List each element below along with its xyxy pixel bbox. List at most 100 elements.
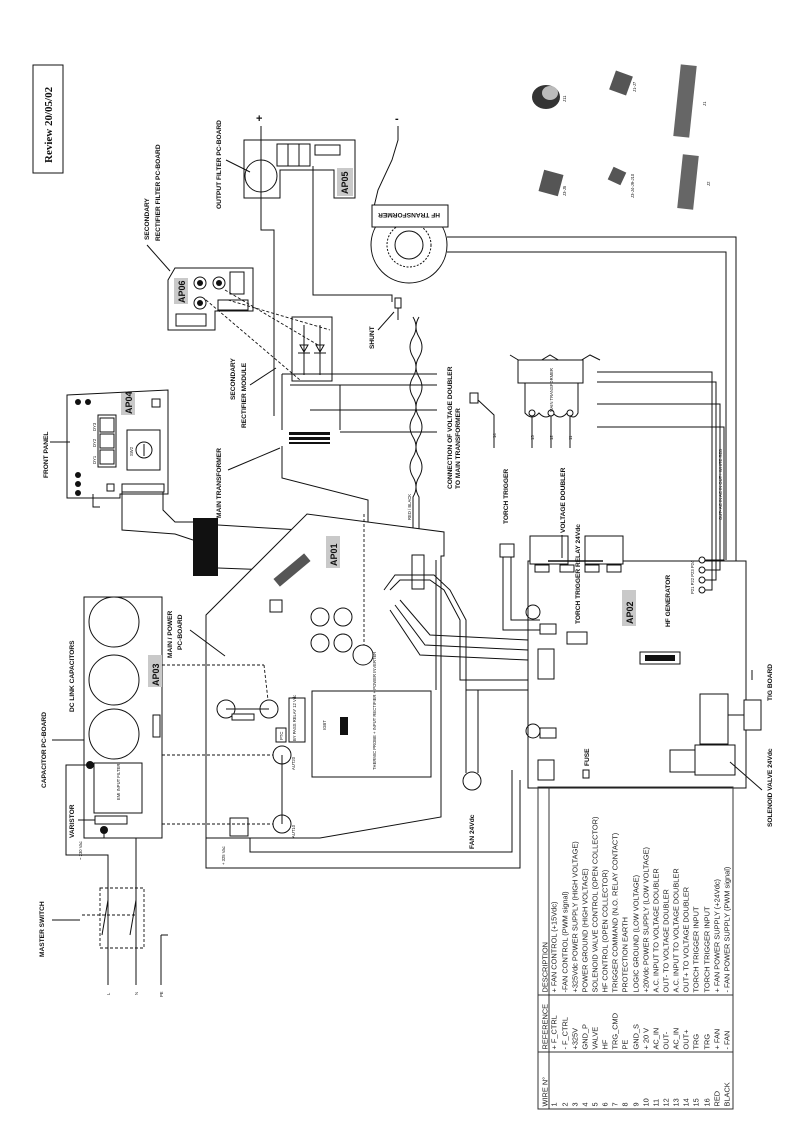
table-cell-wire: 11 (651, 1098, 661, 1107)
table-cell-reference: TRG_CMD (610, 1012, 620, 1050)
twisted-pair-red-black (409, 316, 417, 557)
board-ap02-label: AP02 (625, 601, 635, 624)
table-cell-reference: - FAN (722, 1030, 732, 1050)
wire-11-label: 11 (568, 435, 573, 440)
emi-filter-label: EMI INPUT FILTER (116, 764, 121, 800)
table-cell-description: TORCH TRIGGER INPUT (702, 906, 712, 993)
table-cell-reference: + 20 V (641, 1027, 651, 1050)
igbt-block-label: THERMIC PROBE + INPUT RECTIFIER + POWER … (372, 652, 377, 770)
main-transformer-small-label: MAIN TRANSFORMER (549, 368, 554, 412)
output-filter-board: AP05 (243, 139, 356, 199)
red-black-label: RED / BLACK (407, 494, 412, 520)
table-cell-wire: 5 (590, 1102, 600, 1107)
table-cell-wire: 9 (631, 1102, 641, 1107)
terminal-14: 14 (469, 392, 497, 448)
solenoid-valve-label: SOLENOID VALVE 24Vdc (767, 748, 774, 827)
hf-generator-label: HF GENERATOR (665, 575, 672, 627)
table-cell-description: A.C. INPUT TO VOLTAGE DOUBLER (671, 868, 681, 993)
table-cell-description: POWER GROUND (HIGH VOLTAGE) (580, 868, 590, 993)
minus-terminal: - (395, 113, 399, 125)
sec-rect-module-label-2: RECTIFIER MODULE (241, 362, 248, 428)
board-ap01-label: AP01 (329, 543, 339, 566)
arrow (225, 159, 251, 173)
table-cell-wire: 7 (610, 1102, 620, 1107)
table-cell-description: - FAN POWER SUPPLY (PWM signal) (722, 866, 732, 993)
connection-vd-label-1: CONNECTION OF VOLTAGE DOUBLER (447, 366, 454, 489)
secondary-rectifier-module (291, 316, 333, 382)
fan-label: FAN 24Vdc (469, 814, 476, 849)
torch-trigger-relay-label: TORCH TRIGGER RELAY 24Vdc (575, 524, 582, 624)
shunt: SHUNT (369, 297, 402, 349)
table-cell-reference: + FAN (712, 1028, 722, 1050)
j1-label: J1 (702, 101, 707, 106)
dy3-label: DY3 (92, 422, 97, 431)
sec-rect-filter-label-1: SECONDARY (144, 198, 151, 240)
table-cell-wire: 4 (580, 1102, 590, 1107)
table-cell-reference: HF (600, 1039, 610, 1050)
table-cell-reference: PE (620, 1039, 630, 1050)
description-column: DESCRIPTION + FAN CONTROL (+15Vdc)-FAN C… (538, 787, 733, 995)
hf-transformer-label: HF TRANSFORMER (378, 211, 440, 218)
shunt-label: SHUNT (369, 326, 376, 349)
dc-link-label: DC LINK CAPACITORS (69, 640, 76, 712)
table-cell-reference: +325V (570, 1027, 580, 1050)
table-cell-reference: TRG (702, 1033, 712, 1050)
main-power-board: AP01 THERMIC PROBE + INPUT RECTIFIER + P… (205, 513, 528, 839)
table-cell-wire: RED (712, 1090, 722, 1107)
table-cell-wire: 16 (702, 1098, 712, 1107)
torch-trigger-label: TORCH TRIGGER (503, 469, 510, 524)
board-ap03-label: AP03 (151, 663, 161, 686)
table-cell-wire: 2 (560, 1102, 570, 1107)
wire-13-label: 13 (530, 435, 535, 440)
dy1-label: DY1 (92, 455, 97, 464)
j3-j4-j9-j10-label: J3-J4-J9-J10 (630, 173, 635, 198)
table-cell-wire: 13 (671, 1098, 681, 1107)
output-filter-label: OUTPUT FILTER PC-BOARD (216, 120, 223, 209)
bypass-relay-label: BY PASS RELAY 12 Vdc (292, 695, 297, 741)
table-cell-wire: 8 (620, 1102, 630, 1107)
secondary-rectifier-filter-board: AP06 (167, 267, 254, 331)
voltage-doubler-label: VOLTAGE DOUBLER (560, 467, 567, 533)
tig-board-label: TIG BOARD (767, 664, 774, 701)
table-cell-description: TORCH TRIGGER INPUT (691, 906, 701, 993)
j11-label: J11 (562, 95, 567, 102)
table-cell-reference: - F_CTRL (560, 1017, 570, 1050)
igbt-label: IGBT (322, 720, 327, 730)
pe-label: PE (159, 991, 164, 997)
table-cell-reference: + F_CTRL (549, 1015, 559, 1050)
board-ap05-label: AP05 (340, 171, 350, 194)
table-cell-reference: OUT+ (681, 1029, 691, 1050)
table-cell-description: OUT+ TO VOLTAGE DOUBLER (681, 886, 691, 993)
table-cell-reference: OUT- (661, 1031, 671, 1050)
table-cell-description: PROTECTION EARTH (620, 917, 630, 993)
ribbon-cable-ferrite (193, 518, 218, 576)
table-cell-wire: 1 (549, 1102, 559, 1107)
j3-j5-label: J3-J5 (562, 185, 567, 196)
table-cell-description: +325Vdc POWER SUPPLY (HIGH VOLTAGE) (570, 841, 580, 993)
table-cell-wire: 15 (691, 1098, 701, 1107)
fan-motor (462, 679, 538, 791)
aut20-label: AUT20 (291, 756, 296, 770)
table-cell-description: OUT- TO VOLTAGE DOUBLER (661, 889, 671, 993)
wire-number-header: WIRE N° (538, 1052, 550, 1109)
sec-rect-module-label-1: SECONDARY (230, 358, 237, 400)
table-cell-reference: AC_IN (651, 1027, 661, 1050)
wire-14-label: 14 (492, 433, 497, 438)
table-cell-reference: AC_IN (671, 1027, 681, 1050)
n-label: N (134, 992, 139, 995)
table-cell-reference: GND_S (631, 1024, 641, 1050)
main-transformer-label: MAIN TRANSFORMER (216, 448, 223, 518)
capacitor-board: AP03 EMI INPUT FILTER (83, 596, 163, 839)
front-panel-label: FRONT PANEL (43, 432, 50, 478)
solenoid-valve (669, 693, 762, 776)
main-power-label-1: MAIN / POWER (167, 611, 174, 658)
connector-pictures: J11 J1-J7 J1 J3-J5 J3-J4-J9-J10 J2 (532, 64, 711, 210)
l-label: L (106, 992, 111, 995)
table-cell-wire: BLACK (722, 1082, 732, 1107)
v230-label: ~ 230 Vac (78, 841, 83, 860)
reference-header: REFERENCE (538, 995, 550, 1052)
table-cell-reference: GND_P (580, 1024, 590, 1050)
